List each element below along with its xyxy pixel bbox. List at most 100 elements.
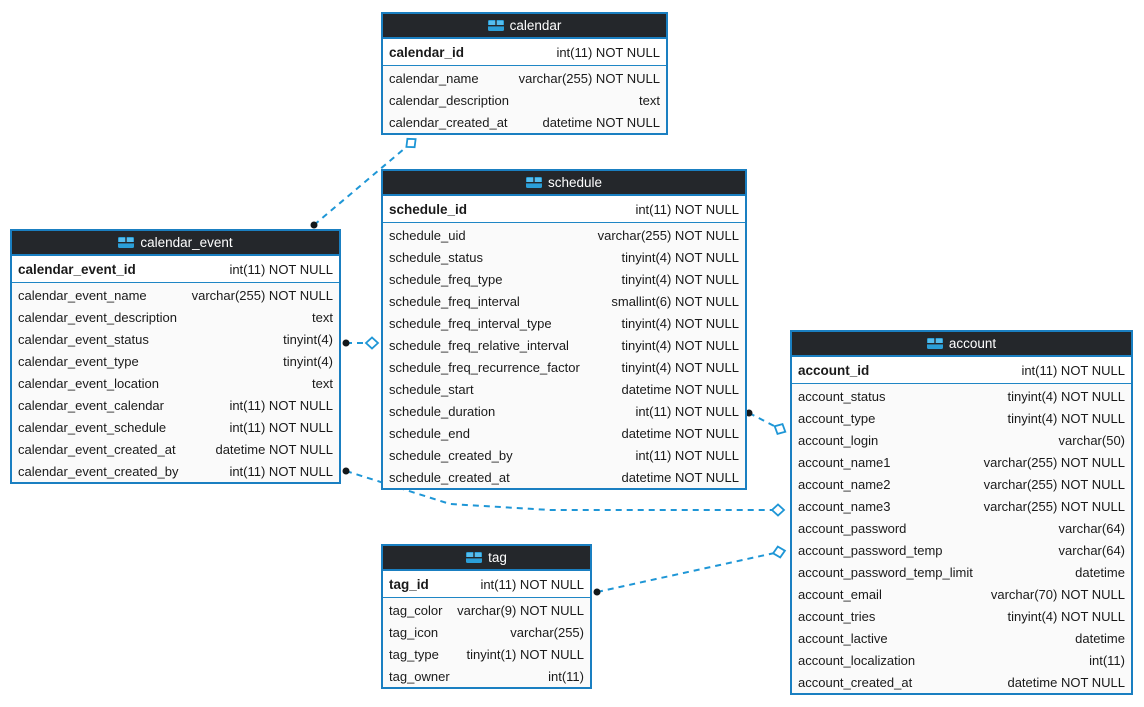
table-header[interactable]: calendar — [383, 14, 666, 39]
column-type: tinyint(4) NOT NULL — [1007, 608, 1125, 624]
column-name: schedule_created_at — [389, 469, 510, 485]
column-name: schedule_freq_interval_type — [389, 315, 552, 331]
column-type: datetime NOT NULL — [621, 469, 739, 485]
column-type: int(11) NOT NULL — [480, 576, 584, 592]
column-name: schedule_end — [389, 425, 470, 441]
column-type: tinyint(4) NOT NULL — [621, 337, 739, 353]
relation-line-tag-to-account[interactable] — [596, 551, 780, 593]
column-type: text — [639, 92, 660, 108]
column-name: schedule_start — [389, 381, 474, 397]
column-type: tinyint(4) NOT NULL — [621, 359, 739, 375]
column-row: tag_type tinyint(1) NOT NULL — [383, 643, 590, 665]
column-type: datetime — [1075, 564, 1125, 580]
column-name: account_name3 — [798, 498, 891, 514]
relation-diamond-endpoint — [405, 137, 417, 149]
column-type: int(11) NOT NULL — [635, 201, 739, 217]
table-header[interactable]: tag — [383, 546, 590, 571]
column-type: varchar(255) NOT NULL — [518, 70, 660, 86]
column-name: calendar_created_at — [389, 114, 508, 130]
column-type: tinyint(4) NOT NULL — [1007, 388, 1125, 404]
column-name: account_email — [798, 586, 882, 602]
primary-key-row: calendar_event_id int(11) NOT NULL — [12, 256, 339, 282]
column-name: schedule_freq_type — [389, 271, 503, 287]
column-type: tinyint(4) — [283, 331, 333, 347]
column-type: tinyint(4) NOT NULL — [1007, 410, 1125, 426]
column-name: schedule_uid — [389, 227, 466, 243]
column-type: int(11) NOT NULL — [229, 397, 333, 413]
column-name: account_login — [798, 432, 879, 448]
table-header[interactable]: calendar_event — [12, 231, 339, 256]
relation-dot-endpoint — [310, 221, 318, 229]
primary-key-section: tag_id int(11) NOT NULL — [383, 571, 590, 598]
column-name: account_created_at — [798, 674, 913, 690]
column-type: tinyint(4) NOT NULL — [621, 249, 739, 265]
table-icon — [487, 20, 504, 31]
column-name: account_password_temp — [798, 542, 943, 558]
column-type: varchar(255) — [510, 624, 584, 640]
column-type: varchar(64) — [1058, 542, 1125, 558]
column-type: tinyint(4) NOT NULL — [621, 315, 739, 331]
relation-dot-endpoint — [342, 467, 350, 475]
table-calendar_event[interactable]: calendar_event calendar_event_id int(11) N… — [10, 229, 341, 484]
column-row: schedule_uid varchar(255) NOT NULL — [383, 224, 745, 246]
column-name: tag_owner — [389, 668, 450, 684]
table-header[interactable]: account — [792, 332, 1131, 357]
relation-line-schedule-to-account[interactable] — [748, 412, 781, 430]
column-name: calendar_event_id — [18, 261, 136, 277]
column-type: datetime NOT NULL — [621, 425, 739, 441]
column-name: tag_id — [389, 576, 429, 592]
column-type: int(11) NOT NULL — [1021, 362, 1125, 378]
column-type: tinyint(1) NOT NULL — [466, 646, 584, 662]
column-name: account_localization — [798, 652, 916, 668]
relation-diamond-endpoint — [771, 545, 787, 559]
column-type: int(11) NOT NULL — [229, 419, 333, 435]
column-type: varchar(255) NOT NULL — [597, 227, 739, 243]
column-name: tag_type — [389, 646, 439, 662]
column-name: calendar_event_schedule — [18, 419, 167, 435]
column-row: schedule_end datetime NOT NULL — [383, 422, 745, 444]
column-name: tag_icon — [389, 624, 439, 640]
column-row: account_email varchar(70) NOT NULL — [792, 583, 1131, 605]
table-header[interactable]: schedule — [383, 171, 745, 196]
column-name: calendar_event_created_by — [18, 463, 179, 479]
column-type: varchar(255) NOT NULL — [983, 498, 1125, 514]
relation-dot-endpoint — [745, 409, 753, 417]
table-icon — [926, 338, 943, 349]
column-row: schedule_freq_interval_type tinyint(4) NO… — [383, 312, 745, 334]
column-type: smallint(6) NOT NULL — [611, 293, 739, 309]
column-type: int(11) NOT NULL — [229, 261, 333, 277]
relation-line-calendar_event-to-account[interactable] — [345, 470, 778, 511]
column-type: datetime NOT NULL — [215, 441, 333, 457]
table-icon — [118, 237, 135, 248]
column-type: varchar(70) NOT NULL — [990, 586, 1125, 602]
column-name: calendar_event_location — [18, 375, 159, 391]
